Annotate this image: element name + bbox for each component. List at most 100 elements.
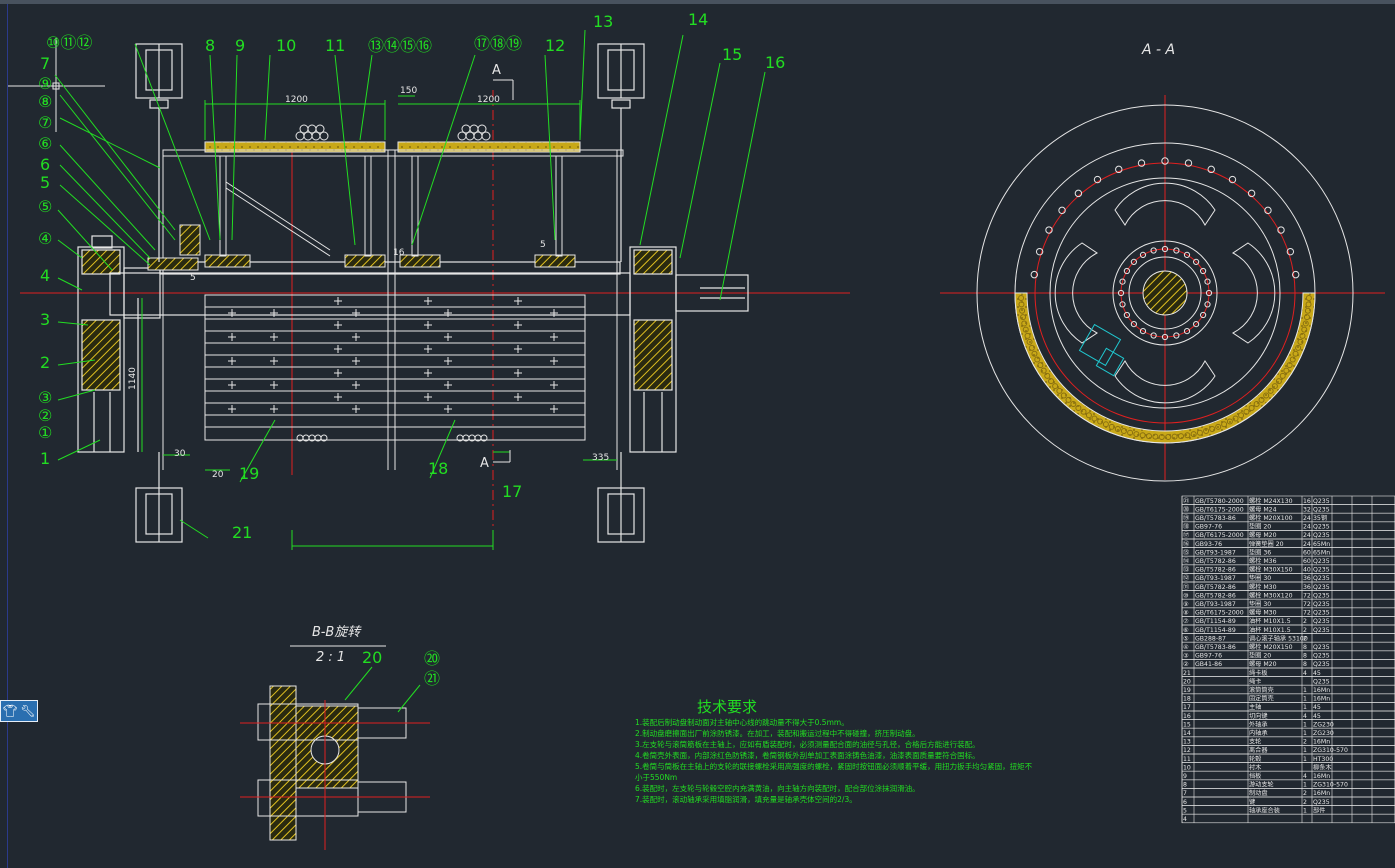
bolt-hole bbox=[1286, 247, 1295, 256]
bolt-hole bbox=[1074, 189, 1083, 198]
bolt-hole bbox=[1035, 247, 1044, 256]
bolt-hole bbox=[1065, 396, 1072, 403]
bolt-hole bbox=[1161, 245, 1169, 253]
bom-cell-no: ⑩ bbox=[1183, 592, 1189, 599]
dim-5b: 5 bbox=[540, 240, 546, 250]
dimension-texts: 1200 1200 150 1140 30 20 335 16 5 5 bbox=[128, 86, 609, 480]
bolt-hole bbox=[1173, 247, 1180, 254]
quick-toolbar[interactable]: 👕︎ 🔧︎ bbox=[0, 700, 38, 722]
bolt-hole bbox=[1205, 289, 1213, 297]
bolt-hole bbox=[1119, 301, 1126, 308]
bom-cell-qty: 1 bbox=[1303, 782, 1307, 789]
bom-cell-mat: Q235 bbox=[1313, 498, 1330, 505]
bolt-hole bbox=[1114, 426, 1121, 433]
cut-mark-top: A bbox=[492, 63, 501, 78]
tech-requirements: 技术要求 1.装配后制动盘制动面对主轴中心线的跳动量不得大于0.5mm。 2.制… bbox=[635, 698, 1033, 804]
bolt-hole bbox=[1026, 338, 1033, 345]
bolt-hole bbox=[1031, 350, 1038, 357]
bom-cell-mat: 45 bbox=[1313, 670, 1321, 677]
bom-cell-name: 绳卡板 bbox=[1249, 669, 1268, 677]
bom-cell-mat: 65Mn bbox=[1313, 549, 1330, 556]
bom-cell-no: 10 bbox=[1183, 764, 1191, 771]
bolt-hole bbox=[1292, 350, 1299, 357]
balloon-7c-label: ⑦ bbox=[38, 113, 52, 132]
balloon-6-label: 6 bbox=[40, 155, 50, 174]
bom-cell-mat: HT300 bbox=[1313, 756, 1333, 763]
bolt-hole bbox=[1048, 378, 1055, 385]
bolt-hole bbox=[1040, 367, 1047, 374]
bom-cell-qty: 36 bbox=[1303, 575, 1311, 582]
bolt-hole bbox=[1173, 332, 1180, 339]
balloon-1-label: 1 bbox=[40, 449, 50, 468]
bom-cell-name: 螺栓 M20X150 bbox=[1249, 643, 1293, 651]
detail-bb-scale: 2 : 1 bbox=[316, 650, 345, 665]
bolt-hole bbox=[1207, 165, 1215, 174]
dim-16: 16 bbox=[393, 248, 405, 258]
bom-cell-name: 外轴承 bbox=[1249, 720, 1268, 728]
bolt-hole bbox=[1226, 418, 1233, 425]
bolt-hole bbox=[1215, 423, 1222, 430]
bom-cell-qty: 24 bbox=[1303, 515, 1311, 522]
bolt-hole bbox=[1097, 418, 1104, 425]
bolt-hole bbox=[1243, 408, 1250, 415]
bom-cell-std: GB/T5782-86 bbox=[1195, 567, 1236, 574]
bolt-hole bbox=[1158, 433, 1165, 440]
bolt-hole bbox=[1253, 401, 1260, 408]
bolt-hole bbox=[1133, 431, 1140, 438]
bom-cell-std: GB/T5783-86 bbox=[1195, 644, 1236, 651]
bolt-hole bbox=[1117, 289, 1125, 297]
balloon-7-label: 7 bbox=[40, 54, 50, 73]
balloon-row-top: ⑩⑪⑫ 8 9 10 11 ⑬⑭⑮⑯ ⑰⑱⑲ 12 13 14 15 16 bbox=[46, 10, 785, 72]
balloon-16-top: 16 bbox=[765, 53, 785, 72]
bolt-hole bbox=[1177, 433, 1184, 440]
bom-cell-no: ⑧ bbox=[1183, 610, 1189, 617]
bom-cell-std: GB/T6175-2000 bbox=[1195, 506, 1244, 513]
bom-cell-name: 滚筒筒壳 bbox=[1249, 686, 1274, 694]
bom-cell-qty: 8 bbox=[1303, 653, 1307, 660]
bom-cell-mat: Q235 bbox=[1313, 532, 1330, 539]
bolt-hole bbox=[1301, 326, 1308, 333]
bom-cell-qty: 1 bbox=[1303, 696, 1307, 703]
bom-cell-mat: Q235 bbox=[1313, 575, 1330, 582]
balloon-5c-label: ⑤ bbox=[38, 197, 52, 216]
bolt-hole bbox=[1139, 432, 1146, 439]
wrench-icon[interactable]: 🔧︎ bbox=[20, 704, 36, 718]
bom-cell-mat: 35钢 bbox=[1313, 514, 1327, 522]
bom-cell-qty: 72 bbox=[1303, 610, 1311, 617]
bom-cell-qty: 1 bbox=[1303, 747, 1307, 754]
bom-cell-qty: 1 bbox=[1303, 704, 1307, 711]
brake-caliper-top-right bbox=[597, 43, 645, 262]
bom-cell-qty: 24 bbox=[1303, 532, 1311, 539]
bolt-hole bbox=[1203, 428, 1210, 435]
bolt-hole bbox=[1275, 378, 1282, 385]
bolt-hole bbox=[1044, 372, 1051, 379]
bom-cell-std: GB41-86 bbox=[1195, 661, 1222, 668]
dim-30: 30 bbox=[174, 449, 186, 459]
bom-cell-qty: 60 bbox=[1303, 549, 1311, 556]
bom-cell-std: GB/T1154-89 bbox=[1195, 627, 1236, 634]
bolt-hole bbox=[1020, 314, 1027, 321]
bom-cell-qty: 1 bbox=[1303, 730, 1307, 737]
bom-cell-mat: 柳条木 bbox=[1313, 763, 1332, 771]
bom-cell-no: ⑥ bbox=[1183, 627, 1189, 634]
bom-cell-no: ⑲ bbox=[1183, 514, 1189, 522]
shirt-icon[interactable]: 👕︎ bbox=[2, 704, 18, 718]
crosshair-cursor bbox=[8, 38, 105, 132]
detail-label-20: 20 bbox=[362, 648, 382, 667]
bolt-hole bbox=[1165, 433, 1172, 440]
balloon-12-top: 12 bbox=[545, 36, 565, 55]
bom-cell-name: 螺栓 M30 bbox=[1249, 583, 1277, 591]
bom-cell-no: 13 bbox=[1183, 739, 1191, 746]
